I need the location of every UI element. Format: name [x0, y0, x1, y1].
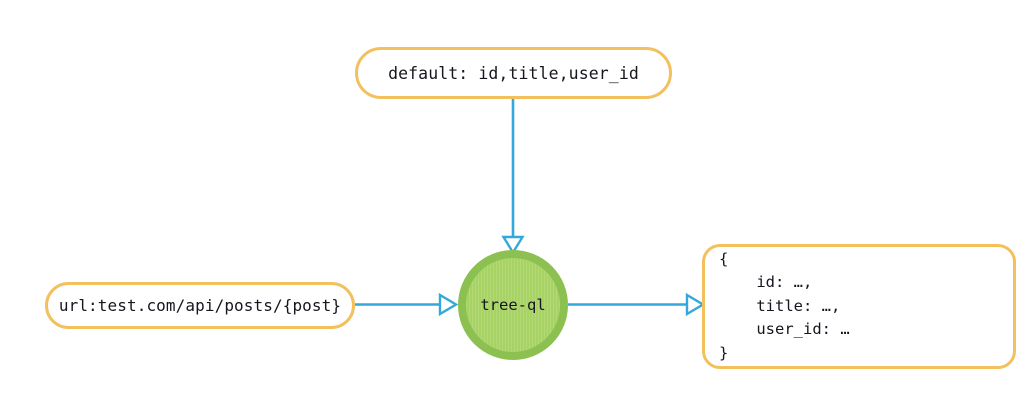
edge-processor-to-output — [568, 292, 706, 317]
node-default-params[interactable]: default: id,title,user_id — [355, 47, 672, 99]
node-url-param-label: url:test.com/api/posts/{post} — [58, 296, 342, 315]
node-default-params-label: default: id,title,user_id — [388, 63, 639, 83]
node-output-json[interactable]: { id: …, title: …, user_id: … } — [702, 244, 1016, 369]
edge-url-to-processor — [355, 292, 459, 317]
arrowhead-right-icon — [685, 292, 706, 317]
node-processor-label: tree-ql — [480, 296, 546, 314]
node-output-json-text: { id: …, title: …, user_id: … } — [719, 249, 850, 362]
arrowhead-right-icon — [438, 292, 459, 317]
node-processor-tree-ql[interactable]: tree-ql — [458, 250, 568, 360]
node-url-param[interactable]: url:test.com/api/posts/{post} — [45, 282, 355, 329]
edge-default-to-processor — [501, 99, 525, 255]
